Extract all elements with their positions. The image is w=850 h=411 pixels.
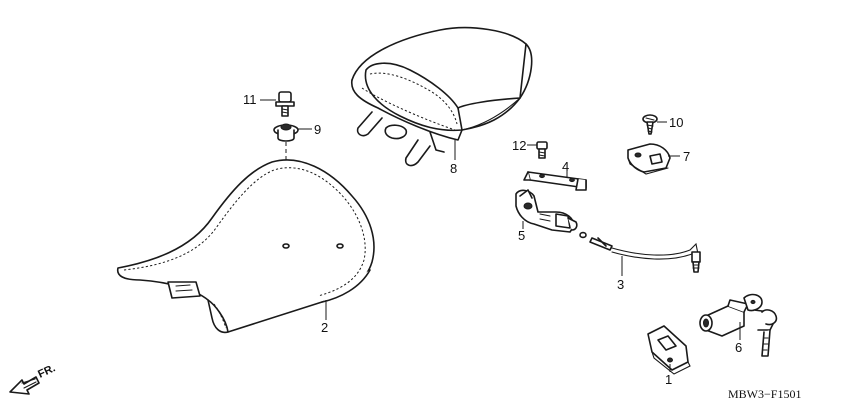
collar-9[interactable] [273, 123, 299, 142]
part-label-5: 5 [518, 228, 525, 243]
part-label-3: 3 [617, 277, 624, 292]
part-label-12: 12 [512, 138, 526, 153]
bolt-12[interactable] [536, 141, 548, 159]
rear-seat-cowl[interactable] [351, 26, 533, 167]
front-direction-arrow-icon [9, 376, 40, 395]
direction-label: FR. [36, 362, 57, 380]
part-label-7: 7 [683, 149, 690, 164]
bolt-11[interactable] [275, 91, 295, 117]
part-label-11: 11 [243, 92, 257, 107]
seat-lock-cable-3[interactable] [579, 231, 701, 273]
front-seat[interactable] [116, 159, 375, 334]
part-label-4: 4 [562, 159, 569, 174]
plate-4[interactable] [523, 171, 587, 191]
part-label-8: 8 [450, 161, 457, 176]
bracket-1[interactable] [647, 325, 691, 375]
part-label-9: 9 [314, 122, 321, 137]
part-label-1: 1 [665, 372, 672, 387]
screw-10[interactable] [642, 114, 658, 135]
part-label-6: 6 [735, 340, 742, 355]
seat-key-lock-6[interactable] [699, 293, 778, 357]
part-label-2: 2 [321, 320, 328, 335]
seat-lock-5[interactable] [515, 189, 578, 233]
diagram-code: MBW3−F1501 [728, 387, 801, 401]
part-label-10: 10 [669, 115, 683, 130]
bracket-7[interactable] [627, 143, 671, 175]
